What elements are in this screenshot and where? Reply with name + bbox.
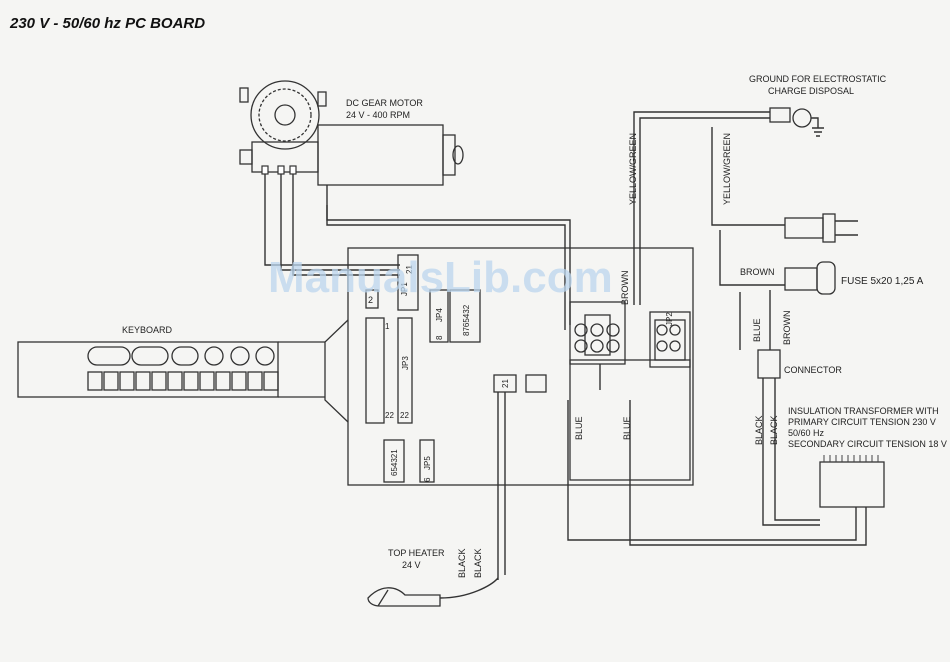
pin-654321-label: 654321 bbox=[390, 449, 399, 476]
fuse-label: FUSE 5x20 1,25 A bbox=[841, 276, 924, 287]
heater-spec-label: 24 V bbox=[402, 560, 421, 570]
top-heater bbox=[367, 392, 506, 607]
diagram-title: 230 V - 50/60 hz PC BOARD bbox=[9, 15, 205, 32]
heater-wire-black-label-2: BLACK bbox=[473, 548, 483, 578]
pin-1-label: 1 bbox=[385, 322, 390, 331]
keyboard-label: KEYBOARD bbox=[122, 325, 173, 335]
pin-22b-label: 22 bbox=[400, 411, 409, 420]
wire-label-blue-down: BLUE bbox=[752, 318, 762, 342]
motor-spec-label: 24 V - 400 RPM bbox=[346, 110, 410, 120]
motor-wires bbox=[264, 174, 571, 330]
power-wiring bbox=[567, 107, 885, 546]
jp4-label: JP4 bbox=[435, 308, 444, 322]
wire-label-brown-top: BROWN bbox=[740, 267, 775, 277]
wire-label-black-1: BLACK bbox=[754, 415, 764, 445]
jp2-label: JP2 bbox=[665, 312, 674, 326]
ground-label-line2: CHARGE DISPOSAL bbox=[768, 86, 854, 96]
pin-8765432-label: 8765432 bbox=[462, 304, 471, 336]
pin-2-label: 2 bbox=[368, 295, 373, 305]
jp1-label: JP1 bbox=[400, 282, 409, 296]
jp3-label: JP3 bbox=[401, 356, 410, 370]
wire-label-brown-board: BROWN bbox=[620, 271, 630, 306]
transformer-label-line3: 50/60 Hz bbox=[788, 428, 825, 438]
dc-gear-motor bbox=[239, 80, 464, 186]
heater-name-label: TOP HEATER bbox=[388, 548, 445, 558]
pin-22-label: 22 bbox=[385, 411, 394, 420]
motor-name-label: DC GEAR MOTOR bbox=[346, 98, 423, 108]
wire-label-blue-board-1: BLUE bbox=[574, 416, 584, 440]
wire-label-yellow-green-plug: YELLOW/GREEN bbox=[722, 133, 732, 205]
connector-label: CONNECTOR bbox=[784, 365, 842, 375]
pin-21-label: 21 bbox=[405, 265, 414, 274]
transformer-label-line2: PRIMARY CIRCUIT TENSION 230 V bbox=[788, 417, 936, 427]
jp5-label: JP5 bbox=[423, 456, 432, 470]
keyboard bbox=[17, 341, 325, 398]
wire-label-yellow-green-board: YELLOW/GREEN bbox=[628, 133, 638, 205]
wire-label-black-2: BLACK bbox=[769, 415, 779, 445]
transformer-label-line4: SECONDARY CIRCUIT TENSION 18 V bbox=[788, 439, 947, 449]
watermark-text: ManualsLib.com bbox=[268, 253, 613, 302]
pin-8-label: 8 bbox=[435, 335, 444, 340]
ground-label-line1: GROUND FOR ELECTROSTATIC bbox=[749, 74, 887, 84]
heater-wire-black-label-1: BLACK bbox=[457, 548, 467, 578]
wire-label-blue-board-2: BLUE bbox=[622, 416, 632, 440]
pin-6-label: 6 bbox=[423, 477, 432, 482]
transformer-label-line1: INSULATION TRANSFORMER WITH bbox=[788, 406, 939, 416]
heater-connector-pin-label: 21 bbox=[501, 379, 510, 388]
pc-board bbox=[324, 247, 694, 486]
wire-label-brown-down: BROWN bbox=[782, 311, 792, 346]
